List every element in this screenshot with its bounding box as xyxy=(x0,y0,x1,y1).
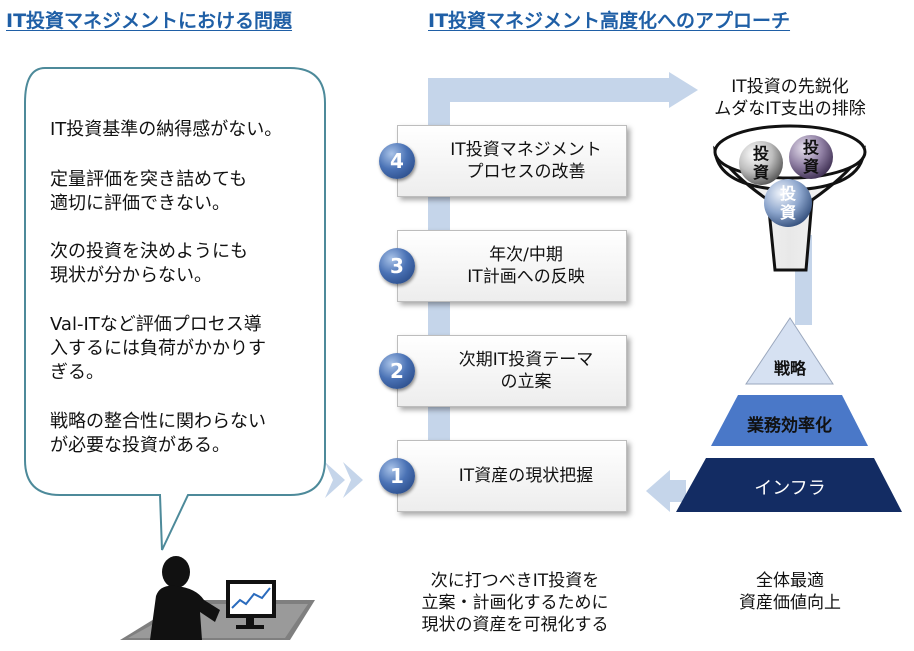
funnel-caption: IT投資の先鋭化 ムダなIT支出の排除 xyxy=(714,77,866,119)
problem-item: IT投資基準の納得感がない。 xyxy=(50,119,283,140)
double-chevron-right-icon xyxy=(325,462,363,498)
pyramid-middle-label: 業務効率化 xyxy=(747,416,832,436)
problem-item: 次の投資を決めようにも 現状が分からない。 xyxy=(50,241,248,286)
speech-bubble xyxy=(24,67,326,551)
problems-heading: IT投資マネジメントにおける問題 xyxy=(6,10,293,32)
step-box-1: IT資産の現状把握 xyxy=(397,440,627,512)
step-box-3: 年次/中期 IT計画への反映 xyxy=(397,230,627,302)
investment-ball xyxy=(739,141,783,185)
center-caption: 次に打つべきIT投資を 立案・計画化するために 現状の資産を可視化する xyxy=(421,571,609,635)
pyramid-bottom xyxy=(676,458,902,512)
step-box-4: IT投資マネジメント プロセスの改善 xyxy=(397,125,627,197)
right-caption: 全体最適 資産価値向上 xyxy=(739,571,841,613)
approach-heading: IT投資マネジメント高度化へのアプローチ xyxy=(428,10,791,32)
investment-ball xyxy=(789,135,833,179)
step-number-1: 1 xyxy=(379,458,415,494)
step-number-2: 2 xyxy=(379,353,415,389)
ball-label: 投資 xyxy=(802,138,819,176)
problem-item: Val-ITなど評価プロセス導 入するには負荷がかかりす ぎる。 xyxy=(50,314,266,383)
left-arrow xyxy=(646,470,686,512)
investment-ball xyxy=(764,179,812,227)
step-number-3: 3 xyxy=(379,248,415,284)
pyramid-top xyxy=(745,317,834,385)
step-number-4: 4 xyxy=(379,143,415,179)
ball-label: 投資 xyxy=(752,144,769,182)
person-at-computer-icon xyxy=(120,556,315,640)
pyramid-top-label: 戦略 xyxy=(773,359,806,378)
step-box-2: 次期IT投資テーマ の立案 xyxy=(397,335,627,407)
problem-item: 戦略の整合性に関わらない が必要な投資がある。 xyxy=(50,411,266,456)
pyramid-middle xyxy=(711,395,868,446)
pyramid-bottom-label: インフラ xyxy=(754,478,826,499)
problem-item: 定量評価を突き詰めても 適切に評価できない。 xyxy=(50,169,248,214)
ball-label: 投資 xyxy=(779,184,796,222)
